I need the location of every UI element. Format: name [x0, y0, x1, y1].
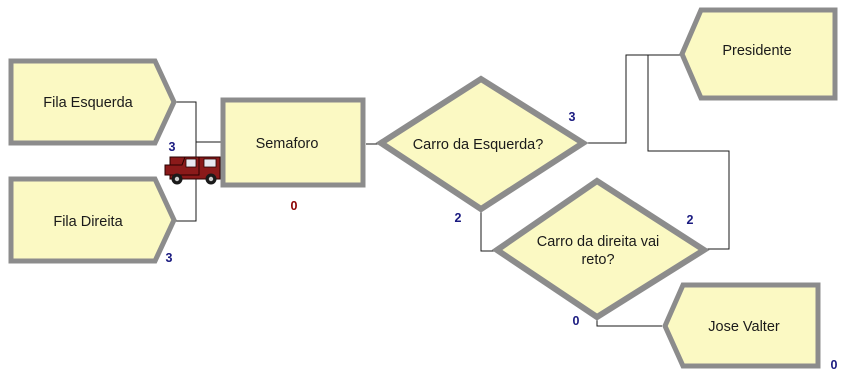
- module-fila-esquerda[interactable]: Fila Esquerda: [8, 58, 177, 146]
- module-label: Jose Valter: [708, 319, 780, 335]
- count-jose-valter: 0: [831, 358, 838, 372]
- module-carro-direita[interactable]: Carro da direita vai reto?: [491, 177, 710, 321]
- module-label: Carro da Esquerda?: [413, 137, 544, 153]
- count-fila-esquerda: 3: [169, 140, 176, 154]
- connector-carro-direita-presidente[interactable]: [647, 55, 730, 250]
- connector-fila-esquerda-semaforo[interactable]: [176, 101, 222, 143]
- truck-icon: [164, 156, 221, 185]
- module-presidente[interactable]: Presidente: [679, 7, 838, 101]
- module-semaforo[interactable]: Semaforo: [220, 97, 366, 188]
- module-label-line1: Carro da direita vai: [537, 234, 660, 250]
- count-carro-esquerda-true: 3: [569, 110, 576, 124]
- count-carro-direita-true: 2: [687, 213, 694, 227]
- module-label: Fila Direita: [53, 214, 123, 230]
- module-fila-direita[interactable]: Fila Direita: [8, 176, 177, 264]
- count-semaforo: 0: [291, 199, 298, 213]
- connector-carro-esquerda-presidente[interactable]: [585, 54, 682, 144]
- count-carro-direita-false: 0: [573, 314, 580, 328]
- module-label-line2: reto?: [581, 252, 614, 268]
- connector-carro-direita-jose-valter[interactable]: [596, 320, 662, 327]
- module-carro-esquerda[interactable]: Carro da Esquerda?: [375, 75, 589, 213]
- connector-carro-esquerda-carro-direita[interactable]: [480, 212, 496, 252]
- module-jose-valter[interactable]: Jose Valter: [662, 282, 821, 369]
- module-label: Fila Esquerda: [43, 95, 133, 111]
- count-carro-esquerda-false: 2: [455, 211, 462, 225]
- connectors: [176, 54, 730, 327]
- module-label: Presidente: [722, 43, 791, 59]
- count-fila-direita: 3: [166, 251, 173, 265]
- module-label: Semaforo: [256, 136, 319, 152]
